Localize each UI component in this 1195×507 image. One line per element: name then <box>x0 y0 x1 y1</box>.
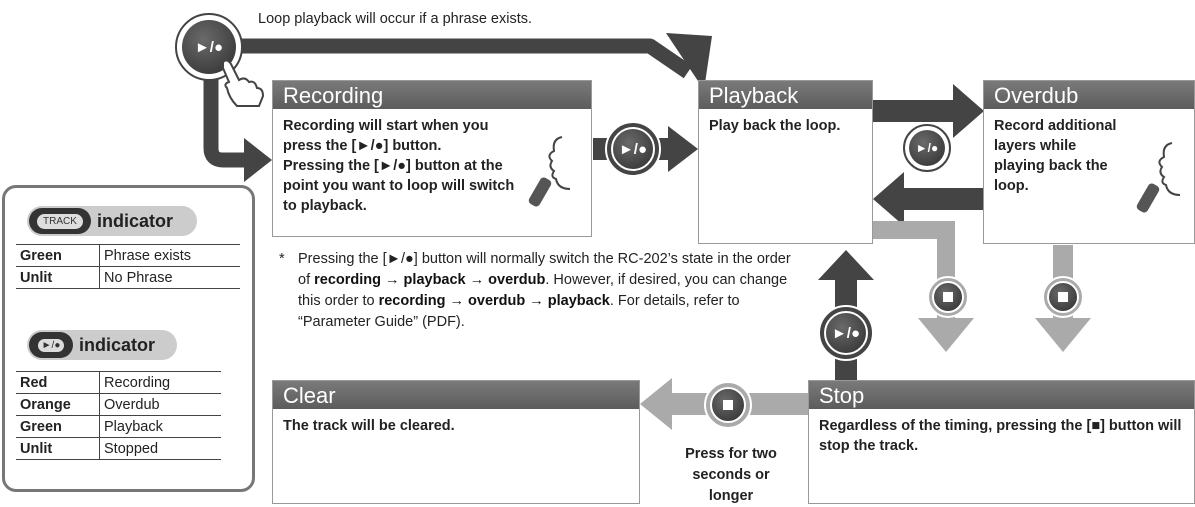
state: Red <box>16 371 100 394</box>
play-rec-badge: ►/● <box>29 332 73 358</box>
clear-title: Clear <box>273 381 639 409</box>
track-indicator-label: indicator <box>97 210 174 231</box>
play-rec-icon: ►/● <box>824 311 868 355</box>
stop-text: Regardless of the timing, pressing the [… <box>819 418 1182 454</box>
recording-line1: Recording will start when you press the … <box>283 118 489 154</box>
overdub-stop-button[interactable] <box>1042 276 1084 318</box>
playback-stop-button[interactable] <box>927 276 969 318</box>
clear-stop-button[interactable] <box>704 381 752 429</box>
meaning: Overdub <box>99 393 221 416</box>
meaning: No Phrase <box>99 266 240 289</box>
singer-icon <box>1136 142 1181 213</box>
footnote-order-alt: recording → overdub → playback <box>378 293 610 309</box>
track-badge: TRACK <box>29 208 91 234</box>
loop-arrow <box>238 38 693 79</box>
recording-box: Recording Recording will start when you … <box>272 80 592 237</box>
track-badge-label: TRACK <box>37 213 83 229</box>
footnote-marker: * <box>279 251 285 267</box>
loop-note: Loop playback will occur if a phrase exi… <box>258 11 533 27</box>
loop-arrowhead <box>666 33 712 90</box>
playback-text: Play back the loop. <box>709 118 841 134</box>
clear-box: Clear The track will be cleared. <box>272 380 640 504</box>
meaning: Playback <box>99 415 221 438</box>
stop-to-clear-arrowhead <box>640 378 672 430</box>
play-rec-icon: ►/● <box>37 338 65 352</box>
stop-to-playback-arrowhead <box>818 250 874 280</box>
stop-icon <box>1047 281 1079 313</box>
meaning: Recording <box>99 371 221 394</box>
play-rec-icon: ►/● <box>611 127 655 171</box>
stop-box: Stop Regardless of the timing, pressing … <box>808 380 1195 504</box>
meaning: Stopped <box>99 437 221 460</box>
start-to-recording-arrow <box>203 78 245 168</box>
order-footnote: Pressing the [►/●] button will normally … <box>298 249 798 333</box>
track-indicator-header: TRACK indicator <box>27 206 197 236</box>
overdub-to-playback-arrowhead <box>873 172 904 226</box>
recording-line2: Pressing the [►/●] button at the point y… <box>283 158 515 214</box>
play-indicator-header: ►/● indicator <box>27 330 177 360</box>
overdub-to-stop-arrowhead <box>1035 318 1091 352</box>
recording-title: Recording <box>273 81 591 109</box>
press-duration-note: Press for two seconds or longer <box>685 446 777 504</box>
footnote-text-1: Pressing the [►/●] button will normally … <box>298 251 791 288</box>
stop-icon <box>932 281 964 313</box>
stop-play-rec-button[interactable]: ►/● <box>818 305 874 361</box>
playback-title: Playback <box>699 81 872 109</box>
footnote-text-2: . However, if desired, you can change th… <box>298 272 788 309</box>
recording-to-playback-arrowhead <box>668 126 698 172</box>
playback-box: Playback Play back the loop. <box>698 80 873 244</box>
playback-to-stop-arrowhead <box>918 318 974 352</box>
playback-to-overdub-arrowhead <box>953 84 984 138</box>
singer-icon <box>528 136 571 207</box>
overdub-text: Record additional layers while playing b… <box>994 118 1117 194</box>
recording-play-rec-button[interactable]: ►/● <box>605 121 661 177</box>
state: Unlit <box>16 266 100 289</box>
overdub-play-rec-button[interactable]: ►/● <box>903 124 951 172</box>
footnote-text-3: . For details, refer to “Parameter Guide… <box>298 293 740 330</box>
clear-text: The track will be cleared. <box>283 418 455 434</box>
stop-icon <box>710 387 746 423</box>
state: Orange <box>16 393 100 416</box>
state: Unlit <box>16 437 100 460</box>
play-rec-icon: ►/● <box>909 130 945 166</box>
state: Green <box>16 415 100 438</box>
overdub-title: Overdub <box>984 81 1194 109</box>
footnote-order-default: recording → playback → overdub <box>314 272 546 288</box>
start-to-recording-arrowhead <box>244 138 272 182</box>
pressing-hand-icon <box>222 59 265 107</box>
overdub-box: Overdub Record additional layers while p… <box>983 80 1195 244</box>
meaning: Phrase exists <box>99 244 240 267</box>
state: Green <box>16 244 100 267</box>
play-indicator-label: indicator <box>79 334 156 355</box>
stop-title: Stop <box>809 381 1194 409</box>
